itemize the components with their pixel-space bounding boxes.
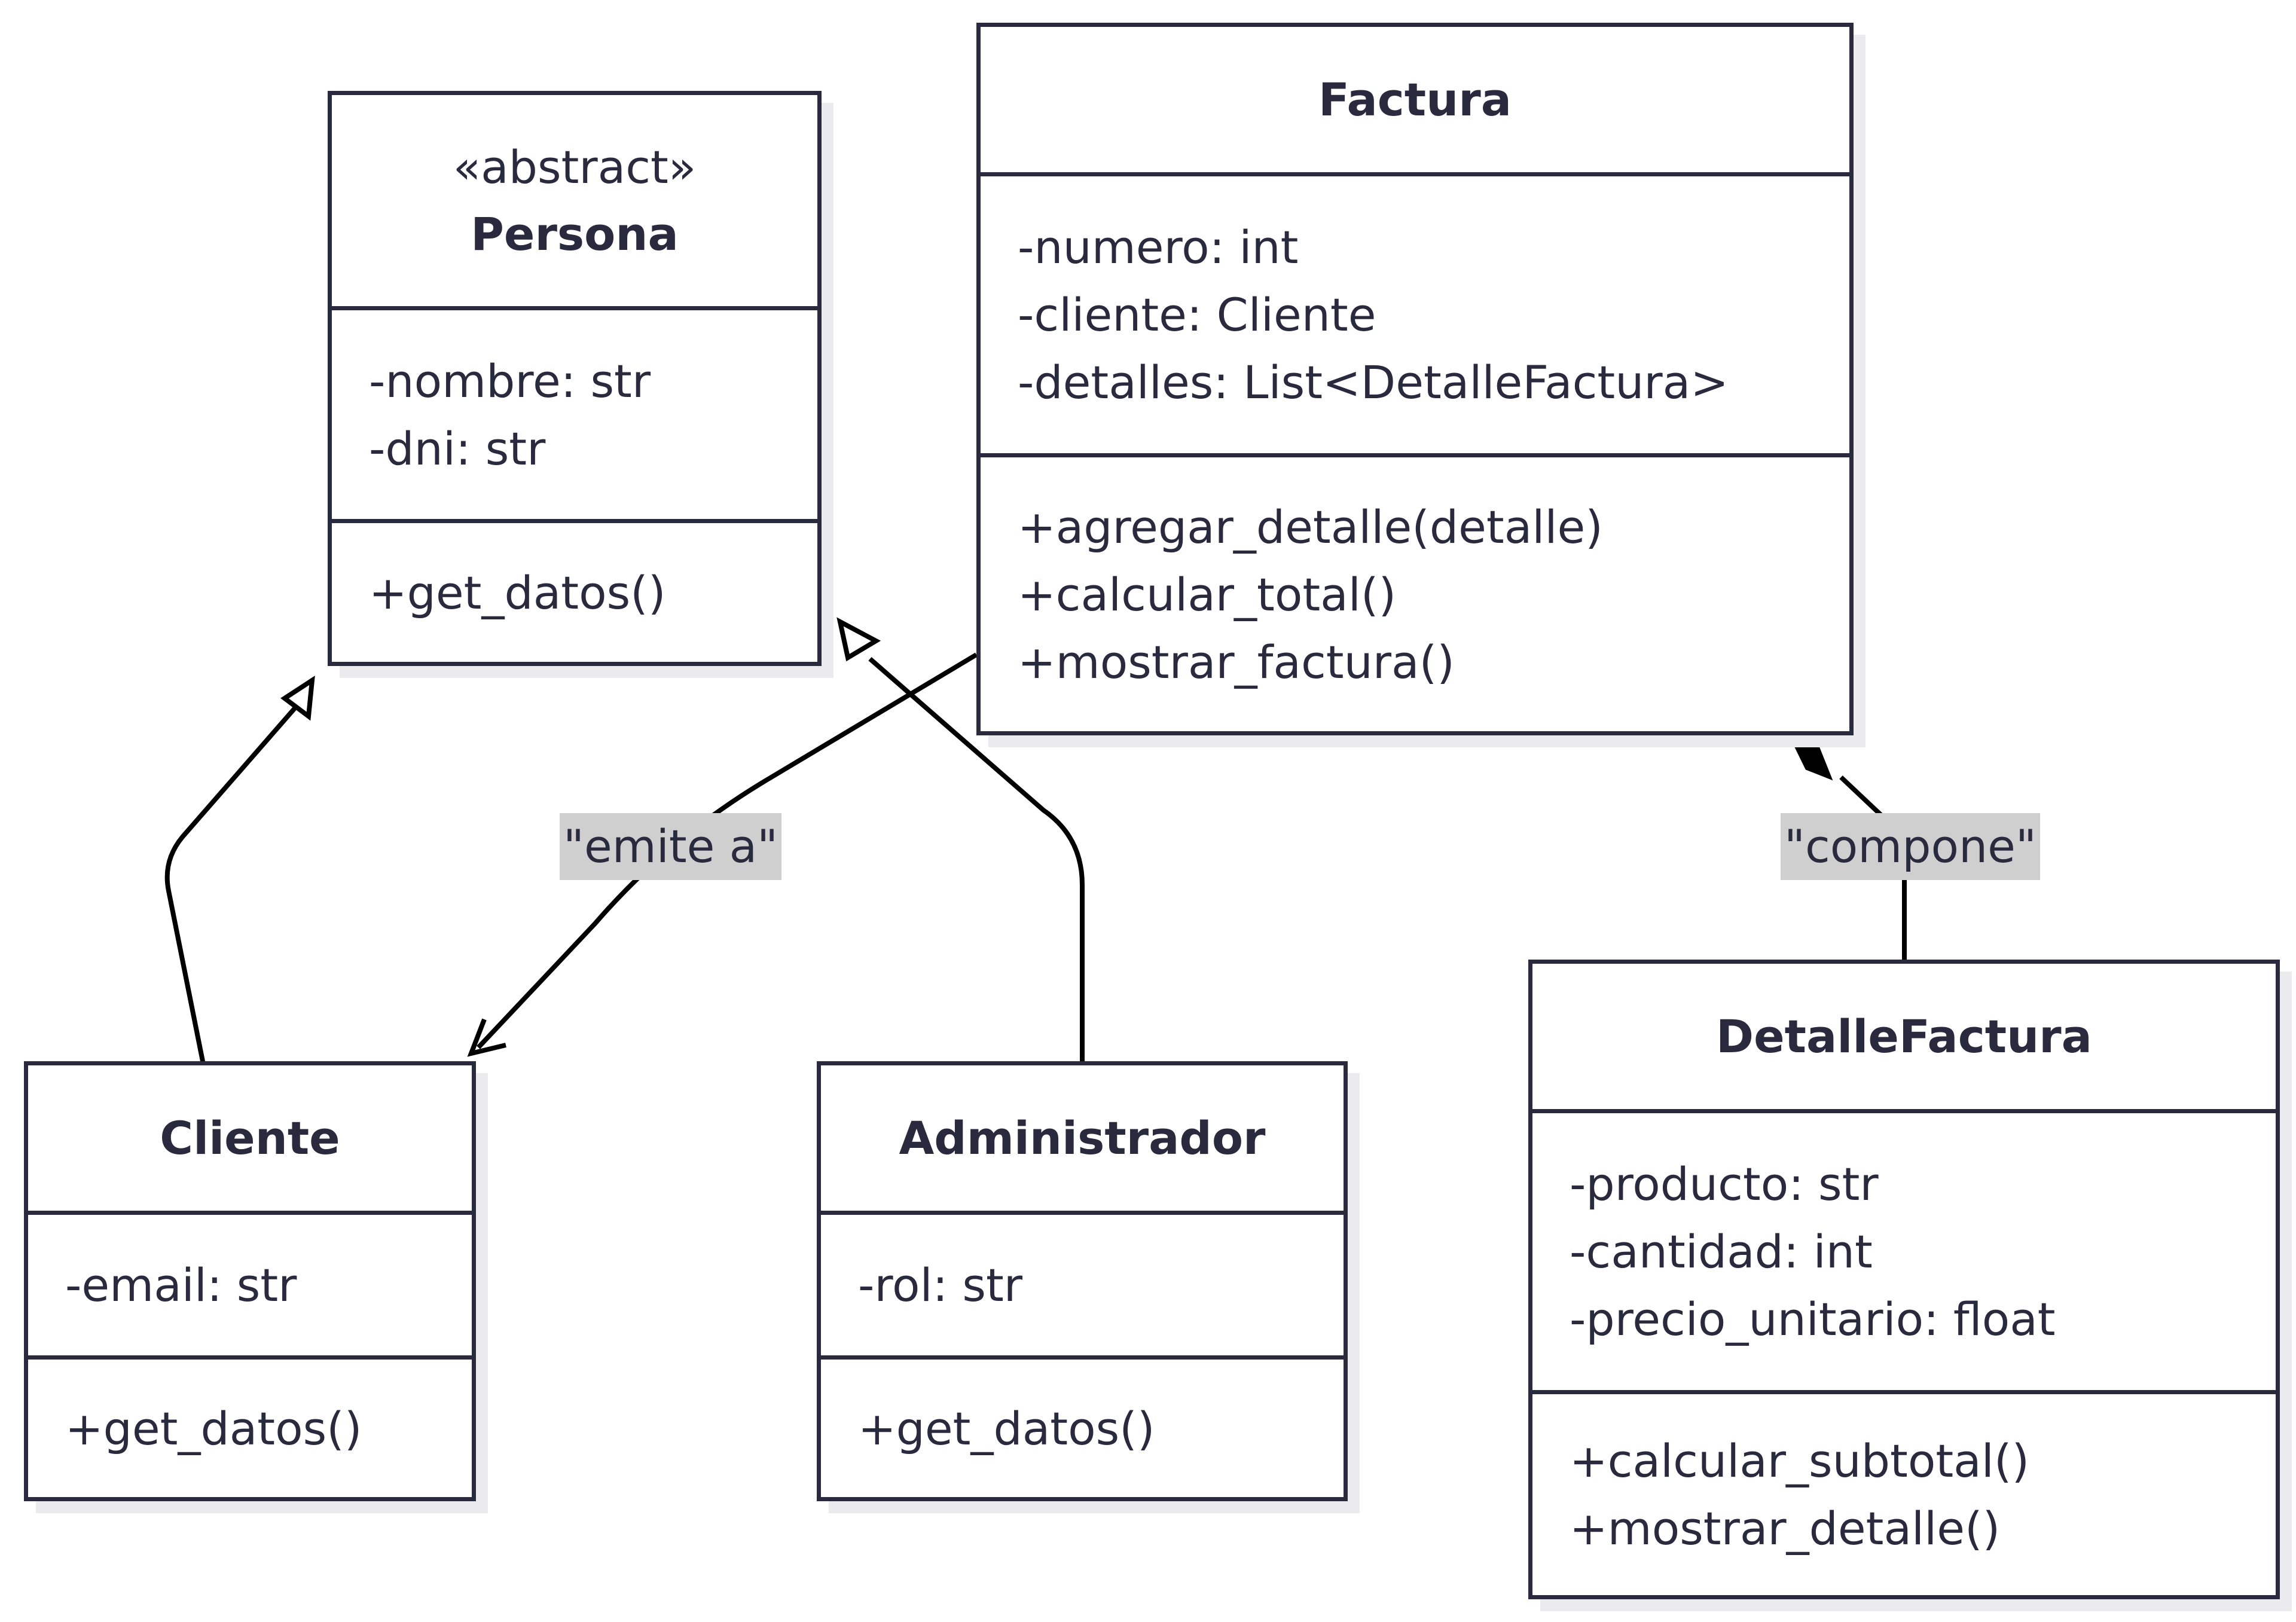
class-methods: +calcular_subtotal() +mostrar_detalle() bbox=[1532, 1394, 2276, 1595]
class-methods: +get_datos() bbox=[28, 1360, 472, 1497]
attribute: -precio_unitario: float bbox=[1570, 1293, 2056, 1346]
association-arrowhead bbox=[467, 1018, 506, 1057]
relation-label-compone: "compone" bbox=[1781, 813, 2040, 880]
class-methods: +get_datos() bbox=[332, 523, 817, 662]
method: +mostrar_factura() bbox=[1018, 635, 1455, 689]
class-header: DetalleFactura bbox=[1532, 964, 2276, 1113]
method: +calcular_total() bbox=[1018, 567, 1397, 621]
class-name: Cliente bbox=[160, 1111, 340, 1165]
edge-cliente-persona bbox=[164, 704, 300, 1065]
method: +mostrar_detalle() bbox=[1570, 1502, 2001, 1555]
class-attributes: -nombre: str -dni: str bbox=[332, 310, 817, 523]
class-name: Persona bbox=[471, 207, 679, 261]
class-header: Administrador bbox=[821, 1065, 1344, 1215]
attribute: -dni: str bbox=[369, 421, 546, 475]
method: +get_datos() bbox=[858, 1401, 1155, 1455]
relation-label-emite: "emite a" bbox=[560, 813, 782, 880]
class-administrador[interactable]: Administrador -rol: str +get_datos() bbox=[817, 1061, 1348, 1501]
attribute: -producto: str bbox=[1570, 1157, 1879, 1211]
attribute: -nombre: str bbox=[369, 354, 651, 408]
class-attributes: -rol: str bbox=[821, 1215, 1344, 1360]
class-attributes: -email: str bbox=[28, 1215, 472, 1360]
class-stereotype: «abstract» bbox=[453, 140, 697, 194]
method: +get_datos() bbox=[369, 566, 666, 619]
composition-diamond bbox=[1790, 738, 1833, 781]
inheritance-arrowhead-cliente bbox=[280, 676, 315, 721]
class-methods: +agregar_detalle(detalle) +calcular_tota… bbox=[981, 457, 1849, 731]
class-attributes: -producto: str -cantidad: int -precio_un… bbox=[1532, 1113, 2276, 1394]
class-name: DetalleFactura bbox=[1716, 1009, 2092, 1063]
attribute: -detalles: List<DetalleFactura> bbox=[1018, 356, 1729, 409]
class-persona[interactable]: «abstract» Persona -nombre: str -dni: st… bbox=[328, 91, 822, 666]
attribute: -cliente: Cliente bbox=[1018, 288, 1376, 341]
class-detallefactura[interactable]: DetalleFactura -producto: str -cantidad:… bbox=[1528, 960, 2280, 1599]
method: +get_datos() bbox=[65, 1401, 362, 1455]
method: +calcular_subtotal() bbox=[1570, 1434, 2030, 1487]
class-header: «abstract» Persona bbox=[332, 95, 817, 310]
class-name: Administrador bbox=[899, 1111, 1266, 1165]
class-methods: +get_datos() bbox=[821, 1360, 1344, 1497]
class-name: Factura bbox=[1318, 72, 1512, 126]
class-cliente[interactable]: Cliente -email: str +get_datos() bbox=[24, 1061, 476, 1501]
inheritance-arrowhead-administrador bbox=[836, 617, 881, 662]
class-factura[interactable]: Factura -numero: int -cliente: Cliente -… bbox=[976, 23, 1854, 735]
attribute: -rol: str bbox=[858, 1258, 1023, 1312]
class-header: Factura bbox=[981, 27, 1849, 176]
attribute: -email: str bbox=[65, 1258, 297, 1312]
method: +agregar_detalle(detalle) bbox=[1018, 500, 1603, 554]
attribute: -numero: int bbox=[1018, 221, 1299, 274]
attribute: -cantidad: int bbox=[1570, 1225, 1873, 1278]
class-attributes: -numero: int -cliente: Cliente -detalles… bbox=[981, 176, 1849, 457]
edge-administrador-persona bbox=[868, 656, 1085, 1064]
class-header: Cliente bbox=[28, 1065, 472, 1215]
